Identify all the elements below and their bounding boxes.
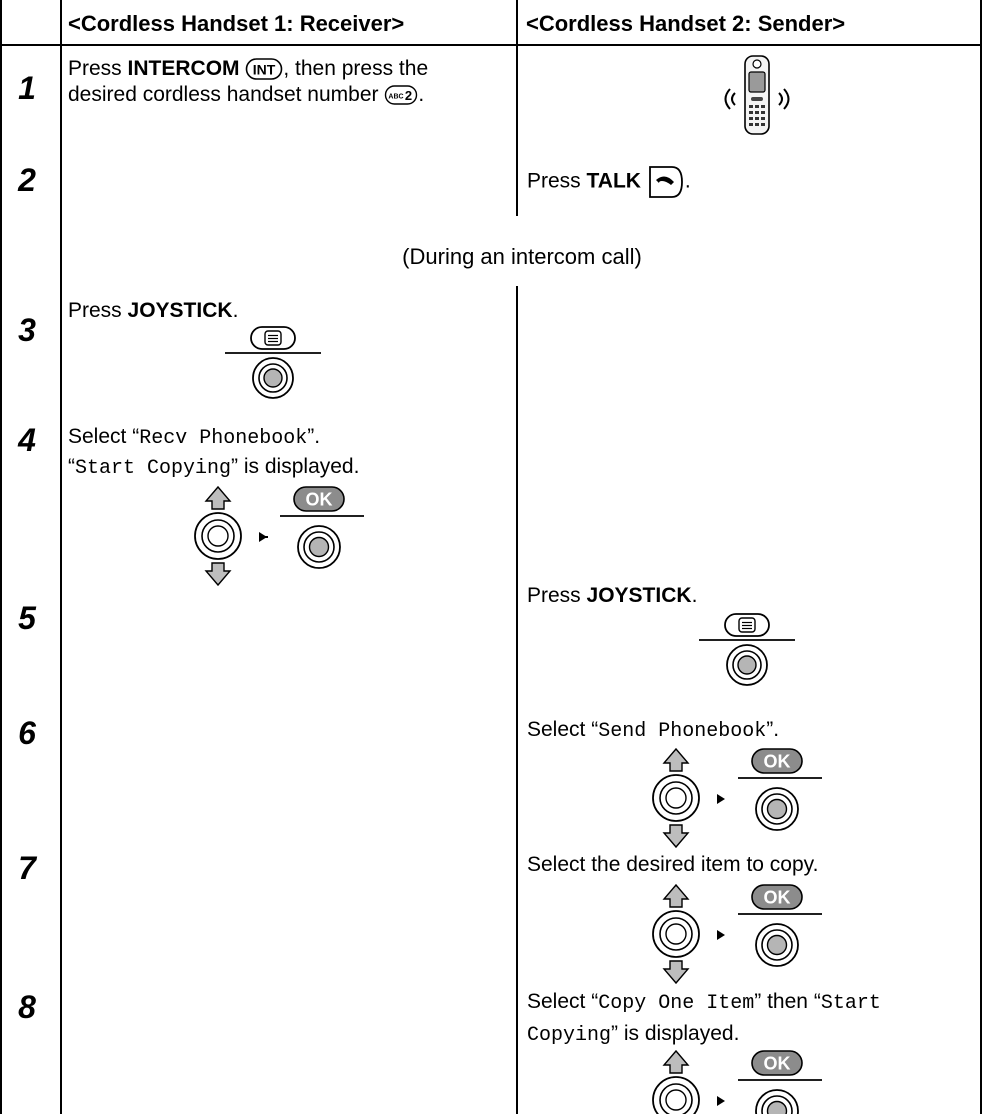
column-divider-lower — [516, 286, 518, 1114]
navigate-select-ok-icon-8: OK — [652, 1049, 822, 1114]
step-4-select: Select — [68, 425, 127, 448]
svg-text:ABC: ABC — [389, 94, 404, 101]
navigate-select-ok-icon: OK — [194, 485, 364, 587]
start-item-b: Copying — [527, 1024, 612, 1047]
step-3-text: Press JOYSTICK. — [68, 299, 239, 322]
intercom-key-label: INTERCOM — [127, 57, 240, 80]
step-number-5: 5 — [18, 600, 36, 636]
header-rule — [0, 44, 982, 46]
right-border — [980, 0, 982, 1114]
digit-2-button-icon: ABC 2 — [385, 85, 418, 106]
talk-button-icon — [648, 166, 683, 198]
joystick-label-sender: JOYSTICK — [586, 584, 692, 607]
step-1-line2: desired cordless handset number — [68, 83, 379, 106]
step-number-2: 2 — [18, 162, 36, 198]
step-8-then: then — [767, 990, 808, 1013]
step-4-after: is displayed. — [243, 455, 360, 478]
ok-label-6: OK — [764, 752, 791, 772]
digit-2-label: 2 — [405, 88, 412, 103]
step-number-8: 8 — [18, 989, 36, 1025]
talk-key-label: TALK — [586, 169, 641, 193]
step-1-tail: , then press the — [283, 57, 429, 80]
step-5-press: Press — [527, 584, 581, 607]
step-6-text: Select “Send Phonebook”. — [527, 718, 780, 743]
receiver-column-header: <Cordless Handset 1: Receiver> — [68, 11, 405, 36]
ringing-handset-icon — [724, 55, 790, 135]
step-8-text: Select “Copy One Item” then “Start Copyi… — [527, 990, 881, 1047]
start-item-a: Start — [820, 992, 881, 1015]
step-number-6: 6 — [18, 715, 36, 751]
step-2-press: Press — [527, 169, 581, 193]
int-button-icon-label: INT — [253, 62, 276, 78]
step-3-press: Press — [68, 299, 122, 322]
step-number-4: 4 — [18, 422, 36, 458]
column-divider-upper — [516, 0, 518, 216]
step-8-after: is displayed. — [623, 1022, 740, 1045]
joystick-label: JOYSTICK — [127, 299, 233, 322]
intercom-note: (During an intercom call) — [402, 244, 642, 269]
step-number-7: 7 — [18, 850, 36, 886]
joystick-menu-icon — [225, 326, 321, 399]
step-6-select: Select — [527, 718, 586, 741]
joystick-up-down-icon — [194, 485, 242, 587]
ok-label-8: OK — [764, 1054, 791, 1074]
step-number-3: 3 — [18, 312, 36, 348]
step-8-select: Select — [527, 990, 586, 1013]
step-1-text: Press INTERCOM INT , then press the desi… — [68, 57, 429, 106]
left-border — [0, 0, 2, 1114]
navigate-select-ok-icon-7: OK — [652, 883, 822, 985]
number-column-divider — [60, 0, 62, 1114]
ok-label-7: OK — [764, 888, 791, 908]
joystick-menu-icon-sender — [699, 613, 795, 686]
start-copying-item: Start Copying — [75, 457, 232, 480]
navigate-select-ok-icon-6: OK — [652, 747, 822, 849]
recv-phonebook-item: Recv Phonebook — [139, 427, 308, 450]
step-number-1: 1 — [18, 70, 36, 106]
int-button-icon: INT — [246, 58, 283, 81]
step-4-text: Select “Recv Phonebook”. “Start Copying”… — [68, 425, 360, 480]
step-5-text: Press JOYSTICK. — [527, 584, 698, 607]
send-phonebook-item: Send Phonebook — [598, 720, 767, 743]
ok-button-icon: OK — [280, 486, 364, 569]
step-7-text: Select the desired item to copy. — [527, 853, 819, 876]
step-2-text: Press TALK . — [527, 164, 691, 200]
sender-column-header: <Cordless Handset 2: Sender> — [526, 11, 846, 36]
step-1-press: Press — [68, 57, 122, 80]
copy-one-item: Copy One Item — [598, 992, 755, 1015]
ok-label: OK — [306, 490, 333, 510]
